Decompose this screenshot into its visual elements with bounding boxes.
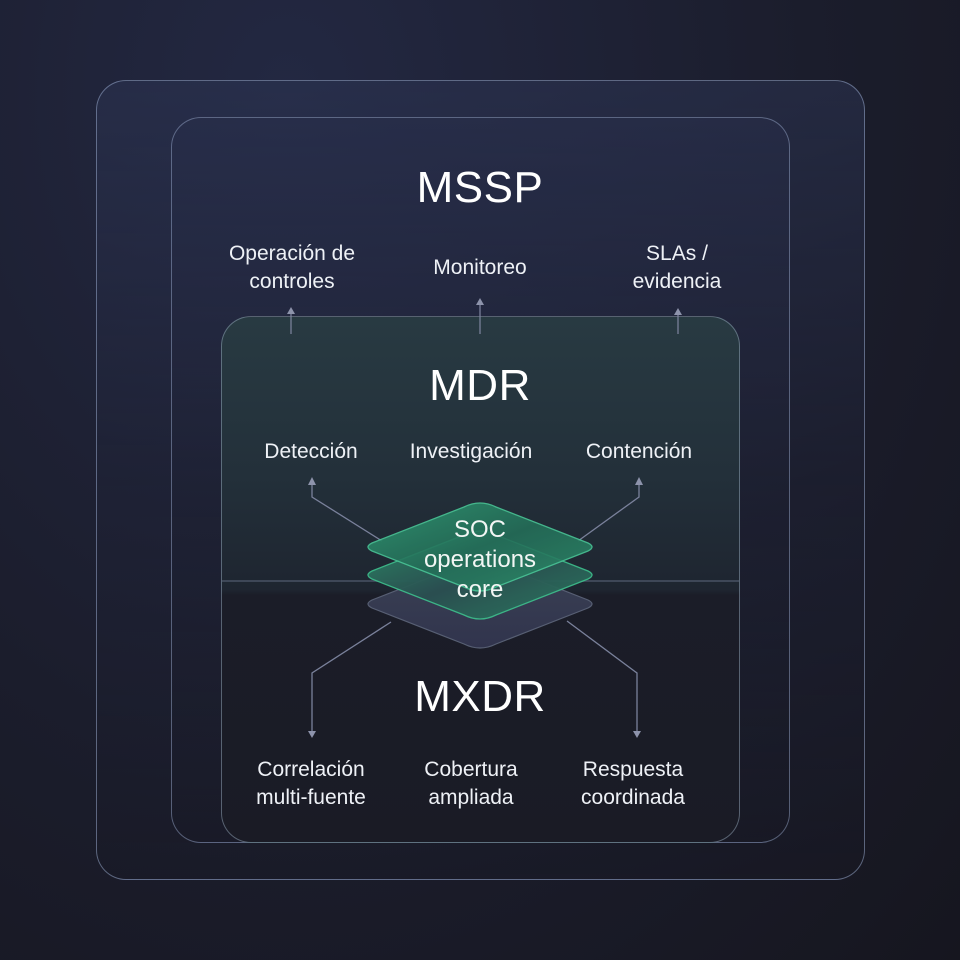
mdr-item-deteccion: Detección	[264, 440, 358, 463]
core-layer-top	[367, 502, 593, 592]
mssp-arrow-center	[476, 298, 484, 334]
mxdr-item-line: Correlación	[257, 758, 365, 781]
soc-core-line: operations	[423, 546, 537, 573]
mssp-title: MSSP	[416, 163, 544, 212]
mxdr-item-correlacion: Correlación multi-fuente	[256, 756, 366, 812]
mssp-item-line: controles	[249, 270, 335, 293]
mssp-arrow-left	[287, 307, 295, 334]
connector-correlacion	[308, 621, 392, 738]
mdr-title: MDR	[429, 361, 531, 410]
mssp-item-line: Monitoreo	[433, 256, 527, 279]
mssp-item-slas: SLAs / evidencia	[633, 240, 722, 296]
mxdr-item-line: multi-fuente	[256, 786, 366, 809]
mdr-item-contencion: Contención	[585, 440, 693, 463]
connector-deteccion	[308, 477, 383, 542]
soc-core-line: core	[456, 576, 504, 603]
mxdr-item-line: Cobertura	[424, 758, 518, 781]
soc-core-line: SOC	[453, 516, 507, 543]
connector-respuesta	[566, 620, 641, 738]
mxdr-item-line: Respuesta	[582, 758, 684, 781]
mxdr-item-cobertura: Cobertura ampliada	[424, 756, 517, 812]
mssp-item-monitoreo: Monitoreo	[433, 254, 526, 282]
soc-core-label: SOC operations core	[424, 515, 536, 605]
connector-contencion	[577, 477, 643, 542]
mssp-arrow-right	[674, 308, 682, 334]
mdr-item-investigacion: Investigación	[409, 440, 533, 463]
mssp-item-line: evidencia	[632, 270, 722, 293]
mxdr-title: MXDR	[414, 672, 546, 721]
mxdr-item-line: coordinada	[581, 786, 685, 809]
soc-core-stack	[367, 502, 593, 649]
mxdr-item-line: ampliada	[428, 786, 514, 809]
mssp-item-operacion: Operación de controles	[229, 240, 355, 296]
mssp-item-line: SLAs /	[646, 242, 708, 265]
mssp-item-line: Operación de	[228, 242, 356, 265]
mxdr-item-respuesta: Respuesta coordinada	[581, 756, 685, 812]
